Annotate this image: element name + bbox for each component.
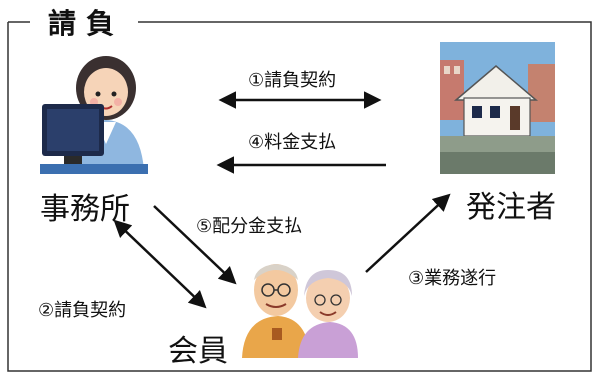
arrow-edge-2 (113, 219, 207, 309)
edge-label-5: ⑤配分金支払 (196, 216, 303, 237)
edge-label-2: ②請負契約 (38, 300, 127, 321)
elderly-couple-icon (242, 264, 358, 358)
office-worker-icon (40, 56, 148, 174)
diagram-title: 請負 (42, 2, 131, 42)
edge-label-1: ①請負契約 (248, 70, 337, 91)
arrow-edge-3 (365, 193, 451, 273)
edge-label-4: ④料金支払 (248, 132, 337, 153)
node-member-label: 会員 (168, 334, 228, 369)
house-icon (440, 42, 555, 174)
edge-label-3: ③業務遂行 (408, 268, 497, 289)
arrow-edge-5 (153, 205, 237, 285)
node-client-label: 発注者 (466, 190, 556, 225)
